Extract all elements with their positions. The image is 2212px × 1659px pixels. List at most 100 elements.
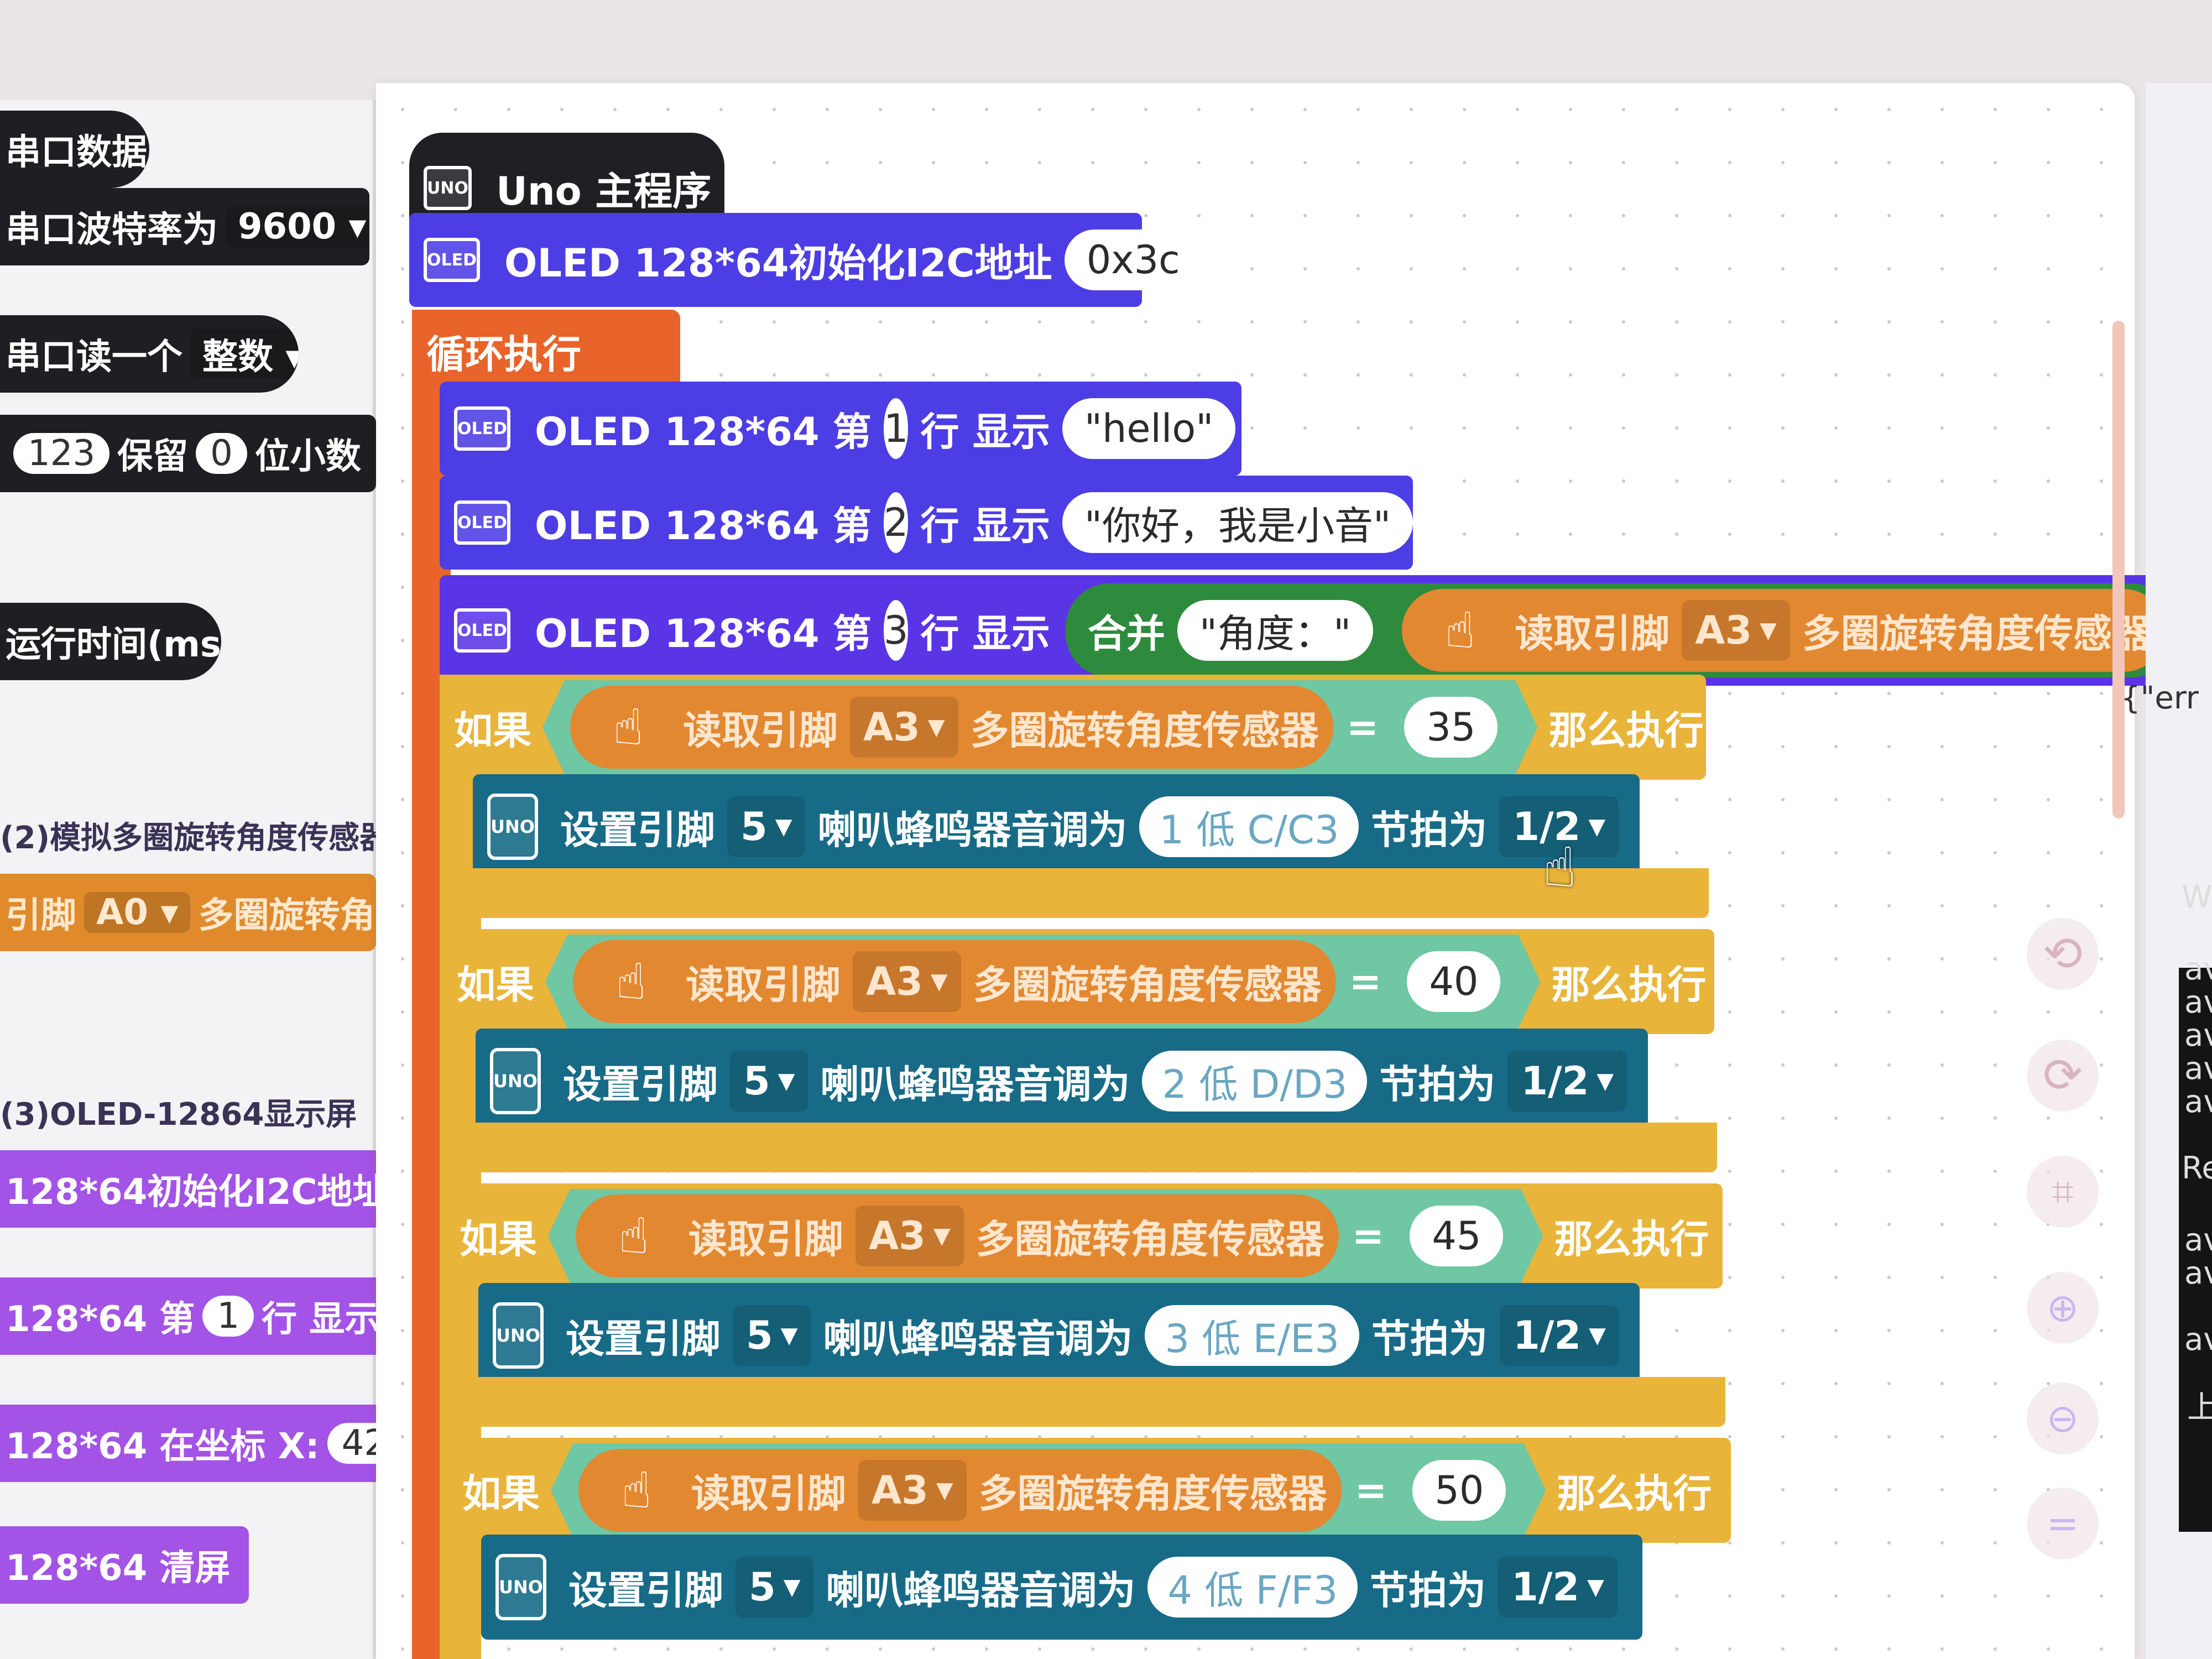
mouse-cursor-icon: ☝	[1543, 835, 1577, 900]
merge-text-field[interactable]: "角度："	[1177, 600, 1374, 661]
compare-block[interactable]: ☝ 读取引脚 A3▼ 多圈旋转角度传感器 = 45	[548, 1189, 1543, 1283]
set-tone-block-3[interactable]: UNO 设置引脚 5▼ 喇叭蜂鸣器音调为 3 低 E/E3 节拍为 1/2▼	[478, 1283, 1640, 1388]
palette-oled-coord-block[interactable]: 128*64 在坐标 X: 42	[0, 1405, 393, 1482]
pin-dropdown[interactable]: A3▼	[1682, 600, 1790, 661]
beat-label: 节拍为	[1371, 1316, 1488, 1361]
baud-dropdown[interactable]: 9600 ▾	[226, 206, 369, 247]
read-sensor-block[interactable]: ☝ 读取引脚 A3▼ 多圈旋转角度传感器	[578, 1449, 1342, 1532]
if-block-2[interactable]: 如果 ☝ 读取引脚 A3▼ 多圈旋转角度传感器 = 40 那么执行	[442, 929, 1714, 1034]
read-sensor-block[interactable]: ☝ 读取引脚 A3▼ 多圈旋转角度传感器	[573, 940, 1336, 1023]
out-pin-dropdown[interactable]: 5▼	[727, 796, 806, 857]
zoom-in-icon[interactable]: ⊕	[2027, 1272, 2099, 1344]
pin-dropdown[interactable]: A3▼	[855, 1206, 964, 1266]
oled-line-show: 行 显示	[920, 503, 1050, 549]
set-tone-block-2[interactable]: UNO 设置引脚 5▼ 喇叭蜂鸣器音调为 2 低 D/D3 节拍为 1/2▼	[476, 1029, 1648, 1134]
compare-value-field[interactable]: 45	[1410, 1206, 1503, 1266]
read-sensor-block[interactable]: ☝ 读取引脚 A3▼ 多圈旋转角度传感器	[1402, 589, 2165, 672]
line-number-field[interactable]: 1	[883, 398, 909, 459]
keep-prefix-oval[interactable]: 123	[13, 433, 110, 474]
note-field[interactable]: 1 低 C/C3	[1139, 796, 1359, 857]
oled-line-3-block[interactable]: OLED OLED 128*64 第 3 行 显示 合并 "角度：" ☝ 读取引…	[440, 575, 2176, 686]
merge-block[interactable]: 合并 "角度：" ☝ 读取引脚 A3▼ 多圈旋转角度传感器	[1065, 583, 2176, 677]
monitor-text-av: av	[2184, 1222, 2212, 1258]
palette-oled-line-num[interactable]: 1	[202, 1296, 254, 1337]
undo-icon[interactable]: ⟲	[2027, 918, 2099, 990]
compare-block[interactable]: ☝ 读取引脚 A3▼ 多圈旋转角度传感器 = 50	[551, 1443, 1546, 1537]
oled-icon: OLED	[454, 500, 511, 545]
compare-block[interactable]: ☝ 读取引脚 A3▼ 多圈旋转角度传感器 = 40	[545, 935, 1540, 1029]
compare-block[interactable]: ☝ 读取引脚 A3▼ 多圈旋转角度传感器 = 35	[542, 680, 1537, 774]
loop-block[interactable]: 循环执行	[412, 310, 680, 393]
if-block-4[interactable]: 如果 ☝ 读取引脚 A3▼ 多圈旋转角度传感器 = 50 那么执行	[448, 1438, 1731, 1543]
read-type-dropdown[interactable]: 整数 ▾	[190, 328, 299, 379]
read-sensor-block[interactable]: ☝ 读取引脚 A3▼ 多圈旋转角度传感器	[570, 686, 1333, 769]
then-label: 那么执行	[1551, 962, 1707, 1008]
read-pin-label: 读取引脚	[683, 707, 838, 753]
palette-runtime-block[interactable]: 运行时间(ms)	[0, 603, 221, 680]
equals-operator[interactable]: =	[1346, 705, 1379, 750]
set-pin-label: 设置引脚	[565, 1316, 721, 1361]
compare-value-field[interactable]: 35	[1404, 697, 1498, 758]
beat-dropdown[interactable]: 1/2▼	[1507, 1051, 1627, 1112]
if-label: 如果	[460, 1216, 537, 1262]
beat-dropdown[interactable]: 1/2▼	[1498, 1557, 1618, 1618]
palette-serial-data-block[interactable]: 串口数据	[0, 111, 149, 188]
equals-operator[interactable]: =	[1352, 1213, 1385, 1259]
rotation-sensor-icon: ☝	[615, 952, 646, 1011]
read-pin-label: 读取引脚	[1515, 611, 1670, 656]
equals-operator[interactable]: =	[1349, 959, 1382, 1004]
set-tone-block-1[interactable]: UNO 设置引脚 5▼ 喇叭蜂鸣器音调为 1 低 C/C3 节拍为 1/2▼	[473, 774, 1640, 879]
pin-dropdown[interactable]: A3▼	[858, 1460, 967, 1521]
read-pin-label: 读取引脚	[686, 962, 841, 1008]
oled-line-1-block[interactable]: OLED OLED 128*64 第 1 行 显示 "hello"	[440, 382, 1241, 476]
display-text-field[interactable]: "你好，我是小音"	[1062, 492, 1413, 553]
palette-oled-clear-block[interactable]: 128*64 清屏	[0, 1526, 249, 1604]
reset-icon[interactable]: =	[2027, 1488, 2099, 1559]
compare-value-field[interactable]: 50	[1412, 1460, 1506, 1521]
keep-digits-oval[interactable]: 0	[196, 433, 247, 474]
note-field[interactable]: 3 低 E/E3	[1145, 1305, 1360, 1366]
buzzer-label: 喇叭蜂鸣器音调为	[826, 1567, 1136, 1613]
crop-icon[interactable]: ⌗	[2027, 1156, 2099, 1228]
pin-dropdown[interactable]: A3▼	[853, 951, 961, 1012]
out-pin-dropdown[interactable]: 5▼	[732, 1305, 811, 1366]
out-pin-dropdown[interactable]: 5▼	[735, 1557, 814, 1618]
pin-dropdown[interactable]: A3▼	[850, 697, 958, 758]
palette-keep-decimals-block[interactable]: 123 保留 0 位小数	[0, 415, 376, 492]
loop-label: 循环执行	[426, 331, 581, 377]
beat-dropdown[interactable]: 1/2▼	[1500, 1305, 1619, 1366]
pin-dropdown[interactable]: A0 ▾	[84, 892, 191, 933]
if-block-3-footer	[448, 1377, 1725, 1427]
compare-value-field[interactable]: 40	[1407, 951, 1500, 1012]
buzzer-label: 喇叭蜂鸣器音调为	[820, 1061, 1130, 1107]
palette-baud-block[interactable]: 串口波特率为 9600 ▾	[0, 188, 369, 265]
palette-oled-init-block[interactable]: 128*64初始化I2C地址	[0, 1150, 382, 1228]
oled-line-2-block[interactable]: OLED OLED 128*64 第 2 行 显示 "你好，我是小音"	[440, 476, 1413, 570]
out-pin-dropdown[interactable]: 5▼	[729, 1051, 808, 1112]
if-block-1[interactable]: 如果 ☝ 读取引脚 A3▼ 多圈旋转角度传感器 = 35 那么执行	[440, 675, 1706, 780]
i2c-address-field[interactable]: 0x3c	[1064, 229, 1202, 290]
set-tone-block-4[interactable]: UNO 设置引脚 5▼ 喇叭蜂鸣器音调为 4 低 F/F3 节拍为 1/2▼	[481, 1535, 1642, 1640]
if-block-2-footer	[445, 1123, 1717, 1172]
set-pin-label: 设置引脚	[560, 807, 715, 853]
palette-sensor-block[interactable]: 引脚 A0 ▾ 多圈旋转角	[0, 874, 376, 951]
palette-oled-line-block[interactable]: 128*64 第 1 行 显示	[0, 1277, 387, 1355]
note-field[interactable]: 4 低 F/F3	[1147, 1557, 1358, 1618]
beat-label: 节拍为	[1370, 1567, 1486, 1613]
oled-init-block[interactable]: OLED OLED 128*64初始化I2C地址 0x3c	[409, 213, 1202, 307]
read-sensor-block[interactable]: ☝ 读取引脚 A3▼ 多圈旋转角度传感器	[576, 1194, 1339, 1277]
workspace-scrollbar[interactable]	[2112, 321, 2125, 818]
if-block-3[interactable]: 如果 ☝ 读取引脚 A3▼ 多圈旋转角度传感器 = 45 那么执行	[445, 1183, 1723, 1288]
line-number-field[interactable]: 3	[883, 600, 909, 661]
oled-section-title: (3)OLED-12864显示屏	[0, 1097, 357, 1133]
display-text-field[interactable]: "hello"	[1062, 398, 1236, 459]
line-number-field[interactable]: 2	[883, 492, 909, 553]
note-field[interactable]: 2 低 D/D3	[1142, 1051, 1368, 1112]
palette-read-one-block[interactable]: 串口读一个 整数 ▾	[0, 315, 299, 393]
beat-dropdown[interactable]: 1/2▼	[1499, 796, 1619, 857]
chevron-down-icon: ▼	[1589, 1323, 1606, 1348]
oled-init-label: OLED 128*64初始化I2C地址	[504, 240, 1052, 286]
redo-icon[interactable]: ⟳	[2027, 1040, 2099, 1112]
zoom-out-icon[interactable]: ⊖	[2027, 1383, 2099, 1454]
equals-operator[interactable]: =	[1354, 1468, 1387, 1513]
